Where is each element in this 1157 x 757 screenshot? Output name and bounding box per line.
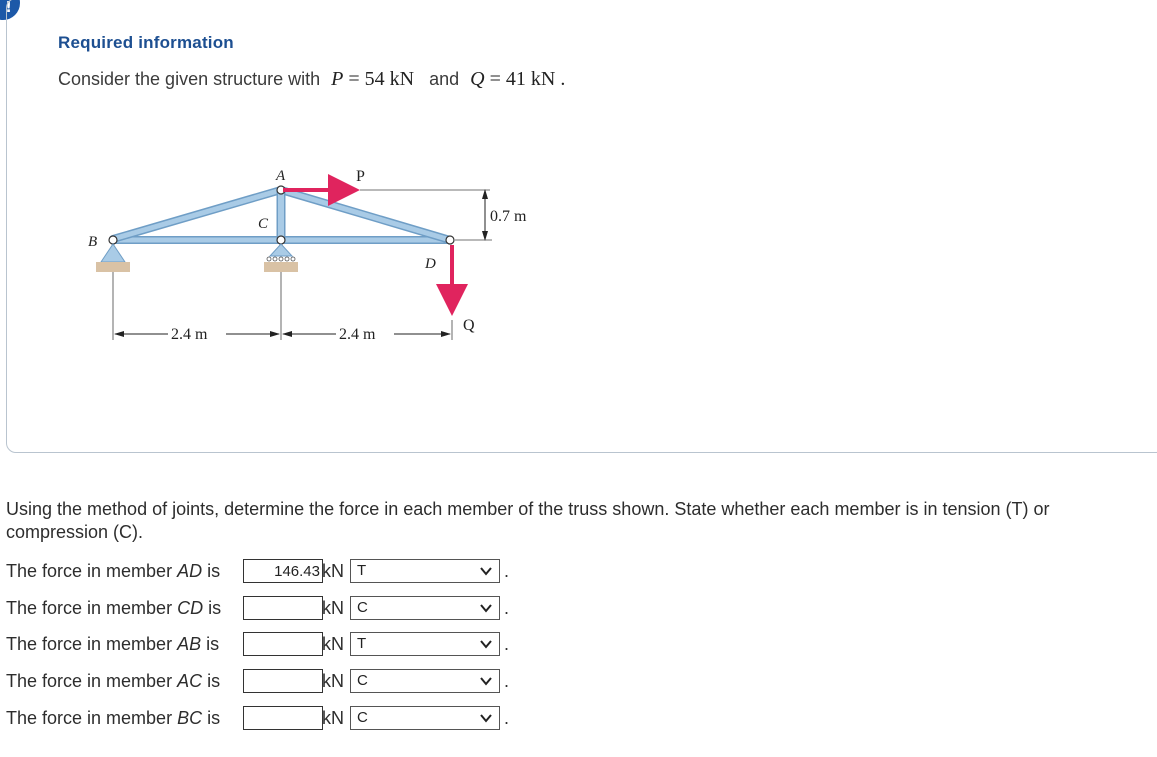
row-prefix: The force in member bbox=[6, 598, 173, 618]
tension-compression-select-ab[interactable]: T bbox=[350, 632, 500, 656]
label-d: D bbox=[424, 256, 436, 272]
and-text: and bbox=[429, 69, 460, 89]
selected-option: C bbox=[357, 672, 368, 689]
selected-option: C bbox=[357, 709, 368, 726]
given-values-line: Consider the given structure with P = 54… bbox=[58, 68, 565, 91]
label-b: B bbox=[88, 234, 97, 250]
row-prefix: The force in member bbox=[6, 671, 173, 691]
chevron-down-icon bbox=[480, 604, 492, 613]
chevron-down-icon bbox=[480, 677, 492, 686]
question-text: Using the method of joints, determine th… bbox=[6, 499, 1050, 542]
row-prefix: The force in member bbox=[6, 708, 173, 728]
chevron-down-icon bbox=[480, 714, 492, 723]
unit-label: kN bbox=[322, 671, 344, 691]
unit-label: kN bbox=[322, 634, 344, 654]
joint-d bbox=[445, 235, 455, 245]
p-value: = 54 kN bbox=[348, 68, 415, 90]
period: . bbox=[504, 634, 510, 654]
dim-height-label: 0.7 m bbox=[490, 208, 527, 225]
force-input-cd[interactable] bbox=[243, 596, 323, 620]
selected-option: T bbox=[357, 635, 367, 652]
label-a: A bbox=[275, 168, 286, 184]
tension-compression-select-bc[interactable]: C bbox=[350, 706, 500, 730]
tension-compression-select-ac[interactable]: C bbox=[350, 669, 500, 693]
roller-support-icon bbox=[264, 243, 298, 272]
pin-support-icon bbox=[96, 243, 130, 272]
force-input-ab[interactable] bbox=[243, 632, 323, 656]
period: . bbox=[504, 671, 510, 691]
p-variable: P bbox=[331, 68, 344, 90]
tension-compression-select-cd[interactable]: C bbox=[350, 596, 500, 620]
chevron-down-icon bbox=[480, 640, 492, 649]
dim-left-label: 2.4 m bbox=[171, 326, 208, 343]
row-suffix: is bbox=[207, 561, 221, 581]
unit-label: kN bbox=[322, 561, 344, 581]
unit-label: kN bbox=[322, 708, 344, 728]
period: . bbox=[504, 561, 510, 581]
member-name: AC bbox=[177, 671, 203, 691]
label-q: Q bbox=[463, 317, 475, 334]
dim-right-label: 2.4 m bbox=[339, 326, 376, 343]
required-info-panel bbox=[6, 0, 1157, 453]
truss-members bbox=[109, 186, 454, 244]
member-name: AD bbox=[177, 561, 203, 581]
q-value: = 41 kN bbox=[489, 68, 556, 90]
chevron-down-icon bbox=[480, 567, 492, 576]
unit-label: kN bbox=[322, 598, 344, 618]
joint-c bbox=[276, 235, 286, 245]
label-p: P bbox=[356, 168, 365, 185]
row-suffix: is bbox=[206, 634, 220, 654]
row-suffix: is bbox=[207, 671, 221, 691]
row-suffix: is bbox=[208, 598, 222, 618]
row-prefix: The force in member bbox=[6, 634, 173, 654]
sentence-end: . bbox=[560, 68, 566, 90]
member-name: BC bbox=[177, 708, 203, 728]
force-input-ac[interactable] bbox=[243, 669, 323, 693]
selected-option: T bbox=[357, 562, 367, 579]
row-suffix: is bbox=[207, 708, 221, 728]
row-prefix: The force in member bbox=[6, 561, 173, 581]
truss-figure: A B C D P Q 0.7 m 2.4 m 2.4 m bbox=[88, 168, 527, 343]
selected-option: C bbox=[357, 599, 368, 616]
consider-text: Consider the given structure with bbox=[58, 69, 321, 89]
tension-compression-select-ad[interactable]: T bbox=[350, 559, 500, 583]
force-input-ad[interactable] bbox=[243, 559, 323, 583]
period: . bbox=[504, 598, 510, 618]
member-name: AB bbox=[177, 634, 202, 654]
q-variable: Q bbox=[470, 68, 485, 90]
joint-b bbox=[108, 235, 118, 245]
period: . bbox=[504, 708, 510, 728]
force-input-bc[interactable] bbox=[243, 706, 323, 730]
label-c: C bbox=[258, 216, 269, 232]
required-info-title: Required information bbox=[58, 33, 234, 52]
member-name: CD bbox=[177, 598, 204, 618]
